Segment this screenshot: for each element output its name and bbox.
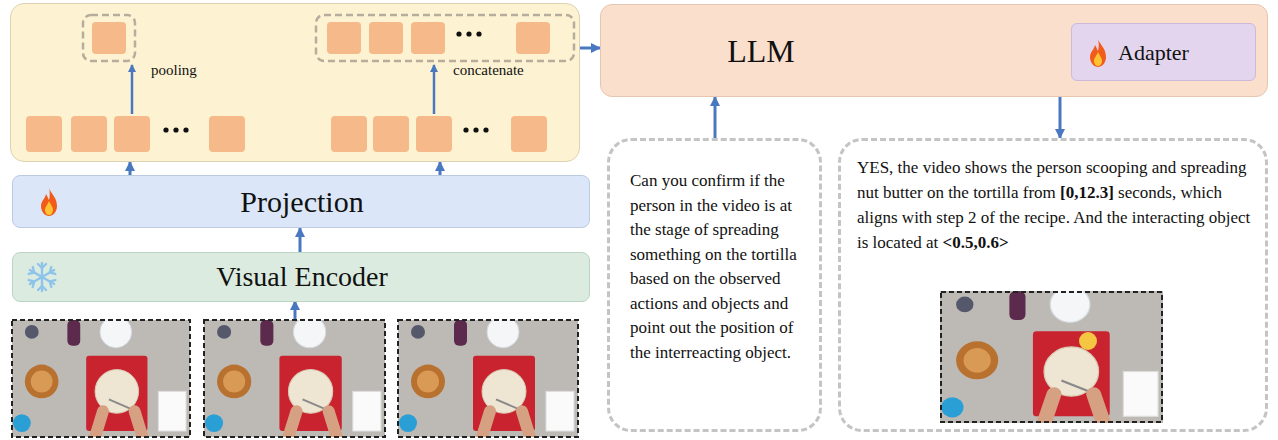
response-text: YES, the video shows the person scooping…	[857, 155, 1251, 255]
flow-arrow	[299, 228, 302, 252]
module-title: Adapter	[1118, 40, 1189, 65]
text-holder: Visual Encoder	[216, 261, 388, 293]
video-frame	[12, 316, 190, 437]
text-holder: LLM	[727, 33, 795, 70]
module-title: LLM	[727, 33, 795, 70]
module-title: Visual Encoder	[216, 261, 388, 293]
text-holder: concatenate	[453, 62, 524, 79]
frozen-icon	[25, 260, 59, 294]
llm-box: LLM Adapter	[600, 4, 1268, 97]
answer-frame	[940, 291, 1163, 423]
op-label: concatenate	[453, 62, 524, 79]
adapter-box: Adapter	[1071, 23, 1256, 81]
flow-arrow	[129, 162, 132, 175]
text-holder: Adapter	[1118, 40, 1189, 65]
video-frame	[398, 316, 578, 437]
flow-arrow	[580, 47, 600, 50]
flow-arrow	[714, 97, 717, 138]
token-illustration	[11, 4, 581, 163]
video-frame	[204, 316, 385, 437]
text-holder: YES, the video shows the person scooping…	[857, 155, 1251, 255]
question-box: Can you confirm if the person in the vid…	[607, 138, 822, 432]
text-holder: Can you confirm if the person in the vid…	[630, 169, 805, 365]
prompt-text: Can you confirm if the person in the vid…	[630, 169, 805, 365]
projection-box: Projection	[12, 175, 590, 228]
flow-arrow	[439, 162, 442, 175]
frame-arrow	[294, 301, 297, 319]
text-holder: pooling	[151, 62, 197, 79]
text-holder: Projection	[240, 185, 363, 220]
answer-box: YES, the video shows the person scooping…	[838, 138, 1268, 432]
encoder-box: Visual Encoder	[12, 252, 590, 302]
trainable-icon	[35, 187, 63, 217]
flow-arrow	[1059, 97, 1062, 138]
token-panel: pooling concatenate	[10, 3, 580, 162]
trainable-icon	[1084, 38, 1112, 68]
module-title: Projection	[240, 185, 363, 220]
op-label: pooling	[151, 62, 197, 79]
